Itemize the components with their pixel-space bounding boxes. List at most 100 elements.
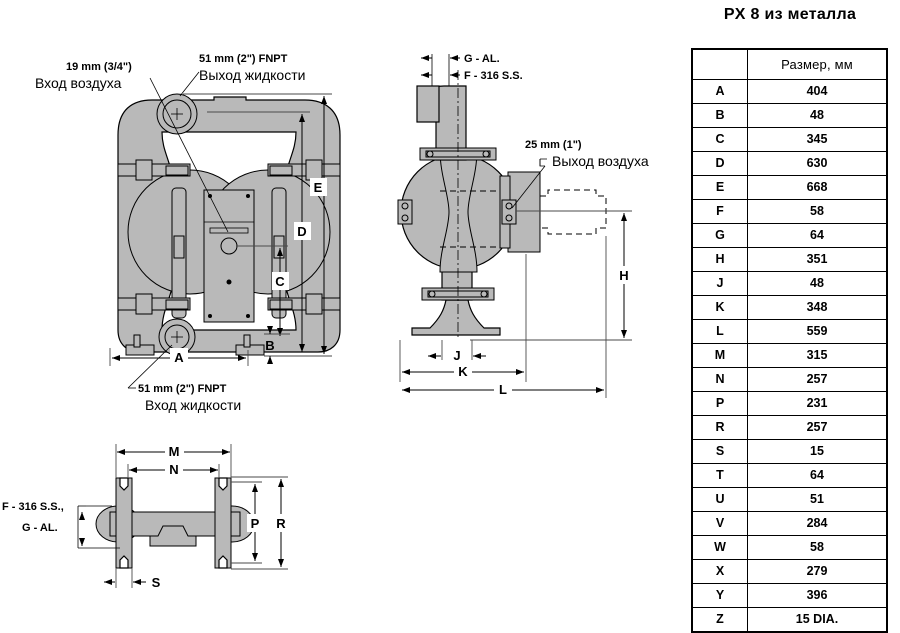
dim-value: 404 — [747, 79, 888, 104]
dim-key: T — [691, 463, 748, 488]
dim-label-d: D — [297, 224, 306, 239]
right-leg-bottom-notch — [218, 555, 228, 569]
dim-label-h: H — [619, 268, 628, 283]
air-exhaust-size-label: 25 mm (1") — [525, 139, 582, 151]
fluid-inlet-leader — [127, 344, 173, 389]
bolt-dot — [246, 194, 250, 198]
dim-key: H — [691, 247, 748, 272]
bottom-material-f-label: F - 316 S.S., — [2, 501, 64, 513]
dim-p-text-bg — [247, 514, 264, 532]
dim-label-a: A — [174, 350, 184, 365]
dim-value: 279 — [747, 559, 888, 584]
dim-key: D — [691, 151, 748, 176]
center-boss — [149, 525, 197, 547]
table-header-row: Размер, мм — [691, 48, 888, 80]
dim-value: 48 — [747, 103, 888, 128]
air-inlet-size-label: 19 mm (3/4") — [66, 61, 132, 73]
dim-label-l: L — [499, 382, 507, 397]
muffler-outline — [539, 189, 607, 235]
air-motor-block — [203, 189, 255, 323]
page-title: PX 8 из металла — [723, 6, 857, 23]
dim-key: V — [691, 511, 748, 536]
upper-outlet-square — [416, 85, 440, 123]
dim-key: G — [691, 223, 748, 248]
dim-value: 348 — [747, 295, 888, 320]
bolt-dot — [208, 314, 212, 318]
table-header-blank — [691, 48, 748, 80]
pump-technical-drawings: 19 mm (3/4") Вход воздуха 51 mm (2") FNP… — [2, 53, 649, 590]
dim-label-p: P — [251, 516, 260, 531]
dim-key: C — [691, 127, 748, 152]
fluid-inlet-label: Вход жидкости — [145, 397, 241, 413]
front-view-drawing: 19 mm (3/4") Вход воздуха 51 mm (2") FNP… — [35, 53, 341, 413]
pedestal-base — [411, 299, 501, 336]
air-inlet-leader — [149, 77, 229, 233]
bottom-material-g-label: G - AL. — [22, 522, 58, 534]
right-leg-top-notch — [218, 477, 228, 491]
air-exhaust-label: Выход воздуха — [552, 153, 649, 169]
dim-value: 284 — [747, 511, 888, 536]
dim-key: E — [691, 175, 748, 200]
dim-e-text-bg — [310, 178, 327, 196]
dim-label-j: J — [453, 348, 460, 363]
fluid-inlet-size-label: 51 mm (2") FNPT — [138, 383, 227, 395]
dim-key: J — [691, 271, 748, 296]
dim-key: M — [691, 343, 748, 368]
dim-label-n: N — [169, 462, 178, 477]
bottom-detail-drawing: M N P R S — [2, 442, 290, 590]
dim-value: 231 — [747, 391, 888, 416]
fluid-outlet-size-label: 51 mm (2") FNPT — [199, 53, 288, 65]
dim-d-text-bg — [294, 222, 311, 240]
left-leg-bottom-notch — [119, 555, 129, 569]
right-foot-post — [243, 334, 251, 348]
side-view-drawing: G - AL. F - 316 S.S. 25 mm (1") Выход во… — [397, 53, 649, 398]
dim-key: F — [691, 199, 748, 224]
dim-value: 51 — [747, 487, 888, 512]
material-f-label: F - 316 S.S. — [464, 70, 523, 82]
fluid-outlet-leader — [179, 71, 200, 97]
dim-label-e-text: E — [314, 180, 323, 195]
dim-value: 630 — [747, 151, 888, 176]
dim-key: N — [691, 367, 748, 392]
dim-a-text-bg — [170, 348, 188, 366]
dim-key: X — [691, 559, 748, 584]
dim-value: 15 — [747, 439, 888, 464]
dim-l-text-bg — [494, 380, 512, 398]
lower-left-clamp — [117, 293, 191, 315]
dim-label-m: M — [169, 444, 180, 459]
side-left-clamp — [397, 199, 413, 225]
left-leg-top-notch — [119, 477, 129, 491]
left-clamp-lug — [173, 235, 185, 259]
dim-value: 58 — [747, 199, 888, 224]
material-g-label: G - AL. — [464, 53, 500, 65]
dim-label-s: S — [152, 575, 161, 590]
dim-key: L — [691, 319, 748, 344]
dim-value: 64 — [747, 223, 888, 248]
dim-key: R — [691, 415, 748, 440]
dim-value: 315 — [747, 343, 888, 368]
dim-h-text-bg — [616, 266, 633, 284]
center-column — [439, 149, 478, 273]
dim-value: 64 — [747, 463, 888, 488]
dim-label-c: C — [275, 274, 285, 289]
dim-r-text-bg — [273, 514, 290, 532]
dim-m-text-bg — [165, 442, 184, 460]
dim-key: W — [691, 535, 748, 560]
dim-value: 668 — [747, 175, 888, 200]
